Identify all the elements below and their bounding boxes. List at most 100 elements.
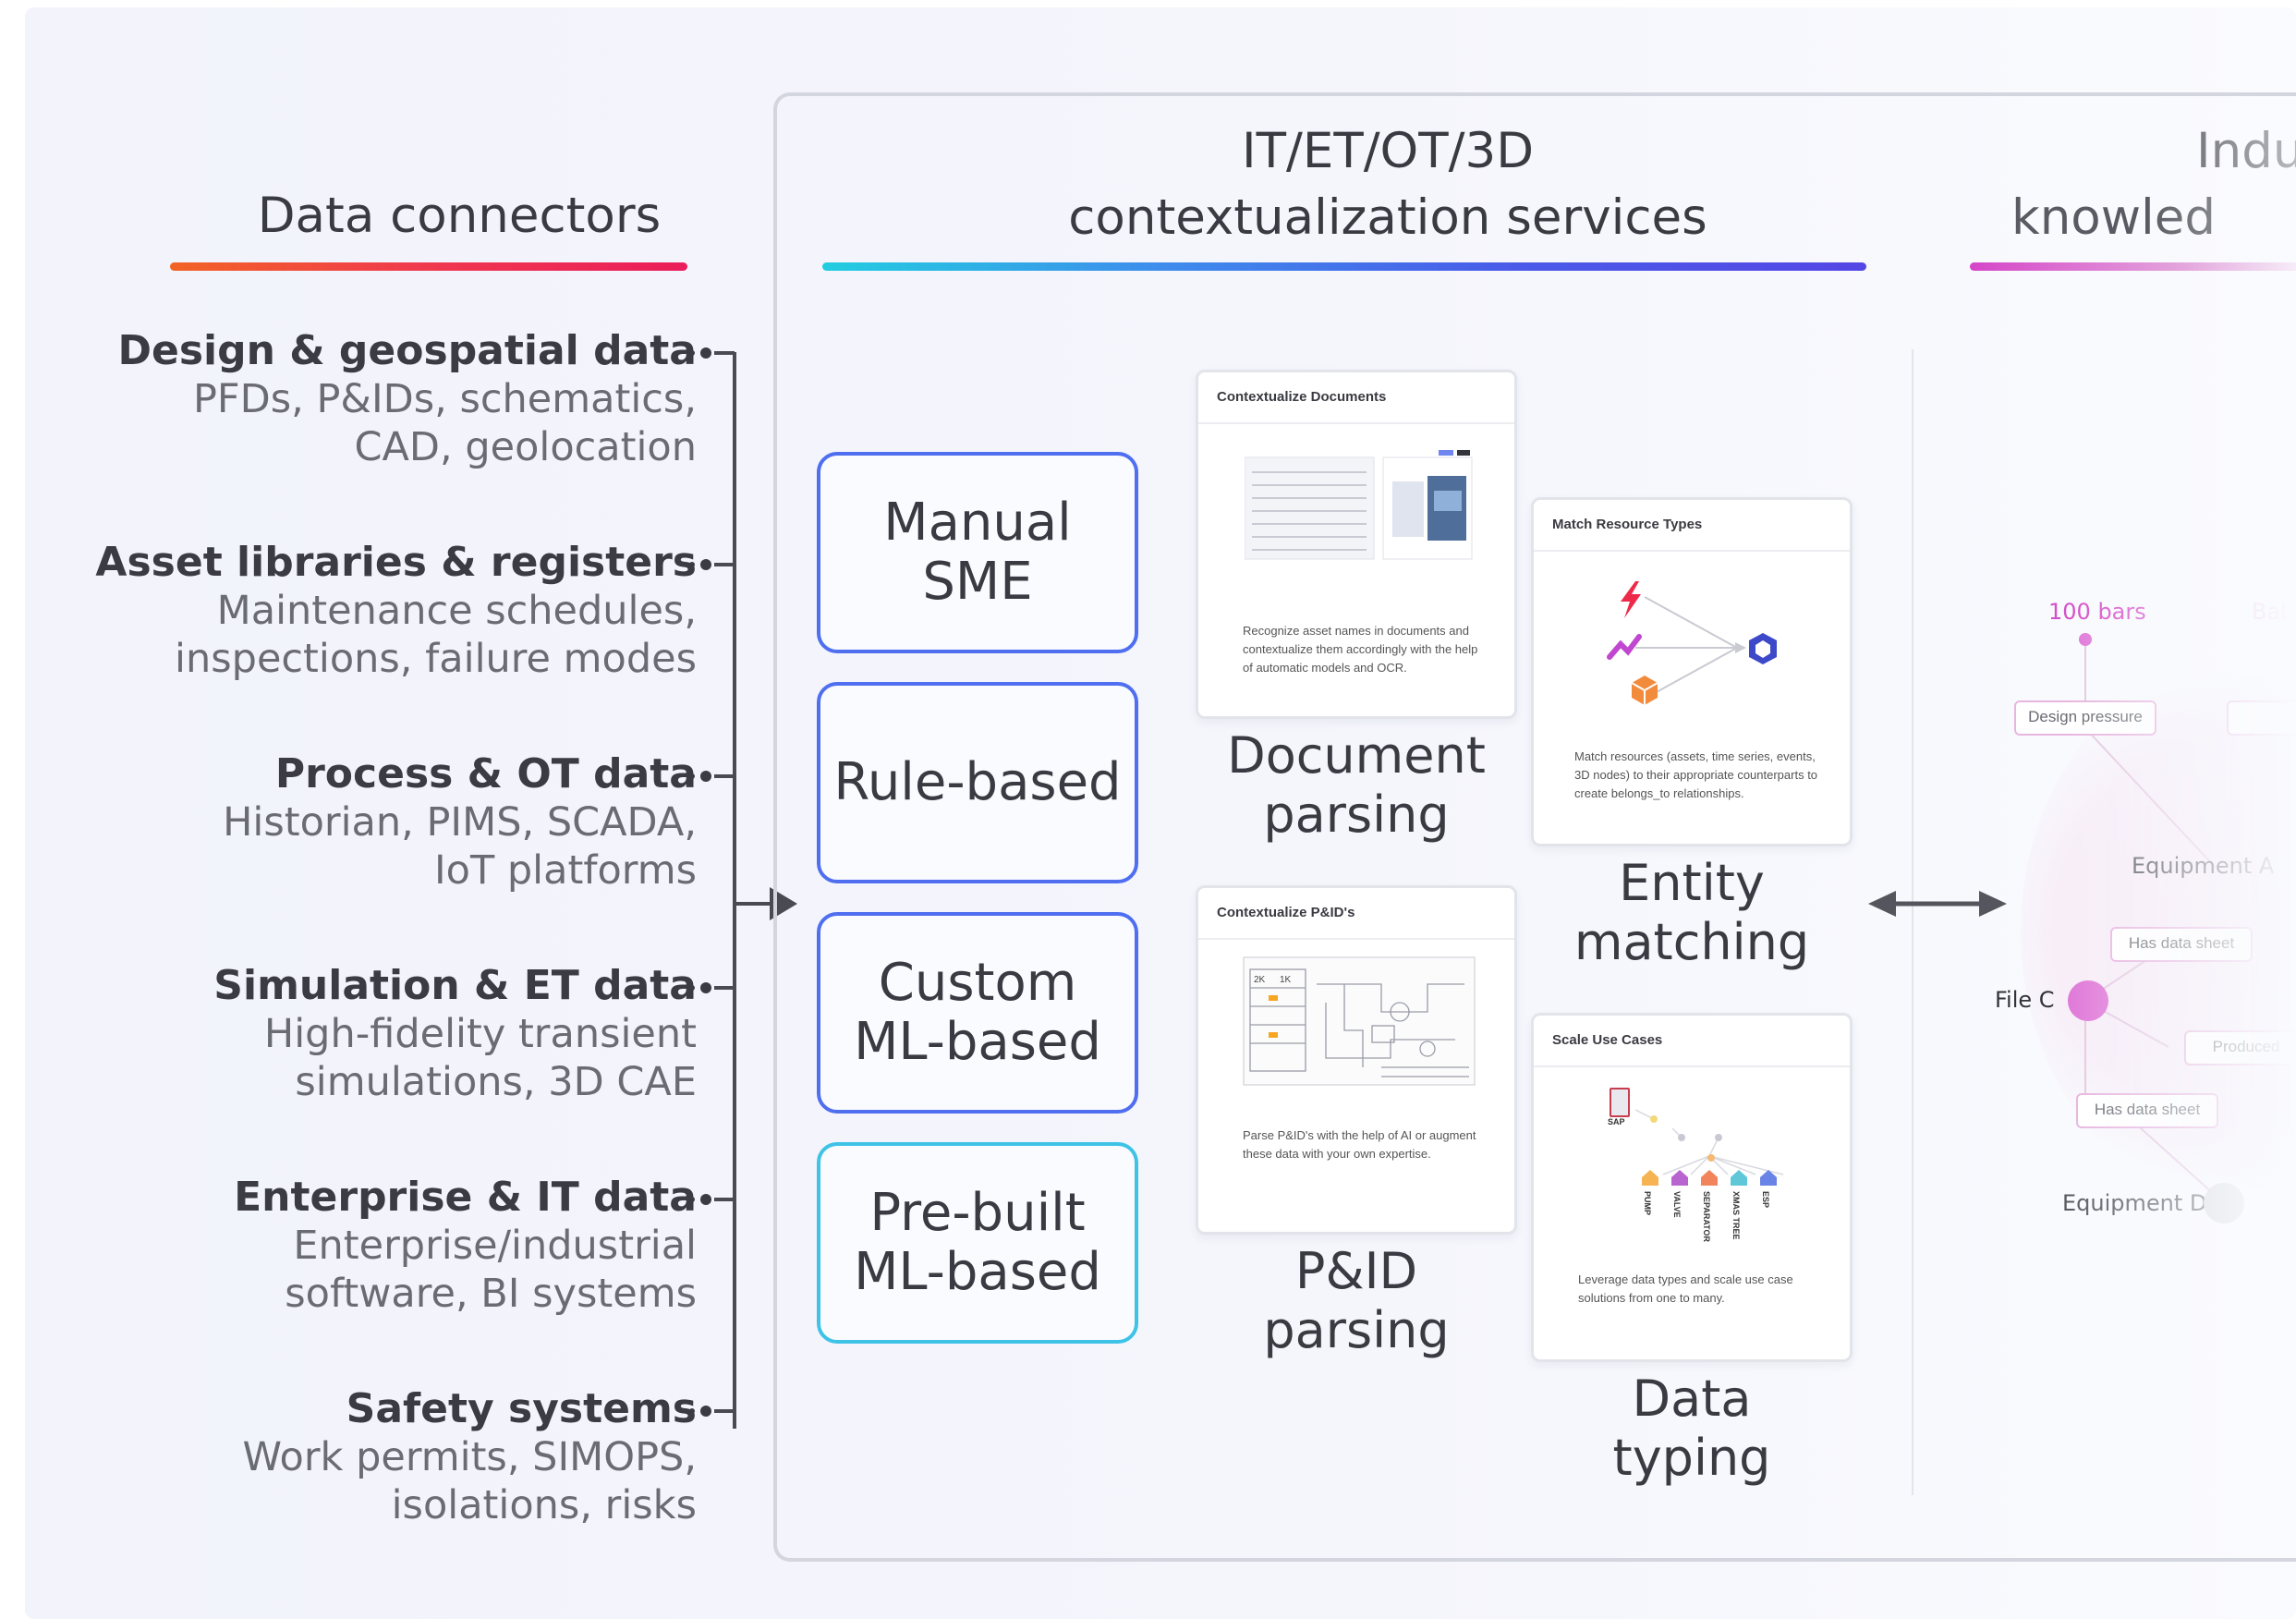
connector-dot (700, 771, 711, 782)
connector-dot (689, 562, 695, 567)
diagram-canvas: Data connectors IT/ET/OT/3D contextualiz… (25, 7, 2296, 1619)
pump-house-icon (1642, 1170, 1658, 1186)
data-type-tree-icon (1634, 1109, 1784, 1175)
card-divider (1534, 1065, 1850, 1067)
type-label: ESP (1761, 1191, 1770, 1209)
card-data-typing: Scale Use Cases SAP PUMP VALVE SEPARATOR… (1531, 1013, 1853, 1362)
connector-dot (700, 347, 711, 359)
connector-sub: Work permits, SIMOPS, (242, 1434, 697, 1480)
knowledge-underline (1970, 262, 2296, 271)
connector-dot (700, 559, 711, 570)
connector-sub: inspections, failure modes (175, 636, 697, 682)
connector-sub: CAD, geolocation (354, 424, 697, 470)
connector-tick (714, 1409, 735, 1413)
caption-line: parsing (1263, 785, 1450, 844)
graph-value-node (2079, 633, 2092, 646)
connector-dot (689, 985, 695, 991)
caption-entity-matching: Entity matching (1531, 854, 1853, 972)
svg-text:2K: 2K (1254, 975, 1266, 985)
caption-data-typing: Data typing (1531, 1369, 1853, 1488)
connector-title: Enterprise & IT data (234, 1174, 697, 1221)
panel-divider (1912, 349, 1913, 1495)
services-heading-line1: IT/ET/OT/3D (1241, 123, 1535, 179)
connector-tick (714, 774, 735, 778)
method-label: Rule-based (833, 752, 1122, 812)
graph-node-file-c (2068, 980, 2108, 1021)
connector-dot (700, 1194, 711, 1205)
card-description: Leverage data types and scale use case s… (1578, 1272, 1793, 1305)
graph-value-label-2: Bal (2252, 599, 2287, 625)
connector-sub: IoT platforms (433, 847, 697, 894)
connector-sub: isolations, risks (391, 1482, 697, 1528)
caption-document-parsing: Document parsing (1196, 726, 1517, 845)
caption-line: matching (1573, 913, 1810, 971)
card-entity-matching: Match Resource Types Match resources (as… (1531, 497, 1853, 846)
method-label: Manual (883, 493, 1072, 553)
caption-line: Entity (1619, 854, 1765, 912)
graph-node-equipment-a: Equipment A (2132, 853, 2275, 879)
graph-node-equipment-d: Equipment D (2062, 1190, 2207, 1216)
connector-dot (689, 1197, 695, 1202)
knowledge-heading-line1: Indu (2196, 123, 2296, 179)
connector-safety: Safety systems Work permits, SIMOPS, iso… (41, 1385, 697, 1529)
caption-line: typing (1612, 1429, 1771, 1487)
services-heading: IT/ET/OT/3D contextualization services (949, 118, 1827, 251)
graph-edge-has-data-sheet: Has data sheet (2076, 1093, 2218, 1128)
card-divider (1198, 938, 1514, 940)
method-rule-based: Rule-based (817, 682, 1138, 883)
connector-sub: Maintenance schedules, (216, 588, 697, 634)
bracket-arrow-line (736, 902, 770, 906)
caption-pid-parsing: P&ID parsing (1196, 1242, 1517, 1360)
caption-line: parsing (1263, 1301, 1450, 1359)
type-label: PUMP (1643, 1191, 1652, 1216)
connector-design: Design & geospatial data PFDs, P&IDs, sc… (41, 327, 697, 471)
type-label: XMAS TREE (1731, 1191, 1741, 1240)
graph-value-label: 100 bars (2048, 599, 2146, 625)
connector-title: Design & geospatial data (117, 327, 697, 374)
method-label: ML-based (854, 1242, 1101, 1302)
svg-text:1K: 1K (1280, 975, 1292, 985)
method-label: Pre-built (869, 1183, 1086, 1243)
connector-dot (689, 350, 695, 356)
connector-title: Simulation & ET data (213, 962, 697, 1009)
method-label: SME (922, 552, 1033, 612)
type-house-row (1640, 1168, 1825, 1187)
esp-house-icon (1760, 1170, 1777, 1186)
xmas-tree-house-icon (1731, 1170, 1747, 1186)
valve-house-icon (1671, 1170, 1688, 1186)
knowledge-heading-line2: knowled (2011, 189, 2217, 246)
card-divider (1534, 550, 1850, 552)
connector-title: Asset libraries & registers (95, 539, 697, 586)
connector-dot (689, 1408, 695, 1414)
connector-title: Safety systems (346, 1385, 697, 1432)
type-label: SEPARATOR (1702, 1191, 1711, 1243)
card-description: Match resources (assets, time series, ev… (1574, 749, 1818, 800)
connector-sub: PFDs, P&IDs, schematics, (192, 376, 697, 422)
card-title: Match Resource Types (1552, 517, 1703, 532)
graph-node-equipment-d-dot (2204, 1183, 2244, 1223)
connector-dot (689, 773, 695, 779)
connector-simulation: Simulation & ET data High-fidelity trans… (41, 962, 697, 1106)
sap-label: SAP (1608, 1117, 1625, 1126)
caption-line: P&ID (1294, 1242, 1418, 1300)
card-title: Scale Use Cases (1552, 1032, 1663, 1048)
caption-line: Data (1632, 1369, 1752, 1428)
caption-line: Document (1227, 726, 1486, 785)
connector-enterprise: Enterprise & IT data Enterprise/industri… (41, 1174, 697, 1318)
card-title: Contextualize P&ID's (1217, 905, 1355, 920)
connector-sub: simulations, 3D CAE (295, 1059, 697, 1105)
graph-edge-produced: Produced (2184, 1030, 2296, 1065)
connector-assets: Asset libraries & registers Maintenance … (41, 539, 697, 683)
resource-match-icon (1607, 581, 1777, 705)
connector-tick (714, 986, 735, 990)
connector-tick (714, 351, 735, 355)
method-label: ML-based (854, 1012, 1101, 1072)
separator-house-icon (1701, 1170, 1718, 1186)
connectors-underline (170, 262, 687, 271)
knowledge-graph: 100 bars Bal Design pressure Equipment A… (1947, 580, 2296, 1320)
bidirectional-arrow-icon (1868, 891, 2007, 917)
services-underline (822, 262, 1866, 271)
